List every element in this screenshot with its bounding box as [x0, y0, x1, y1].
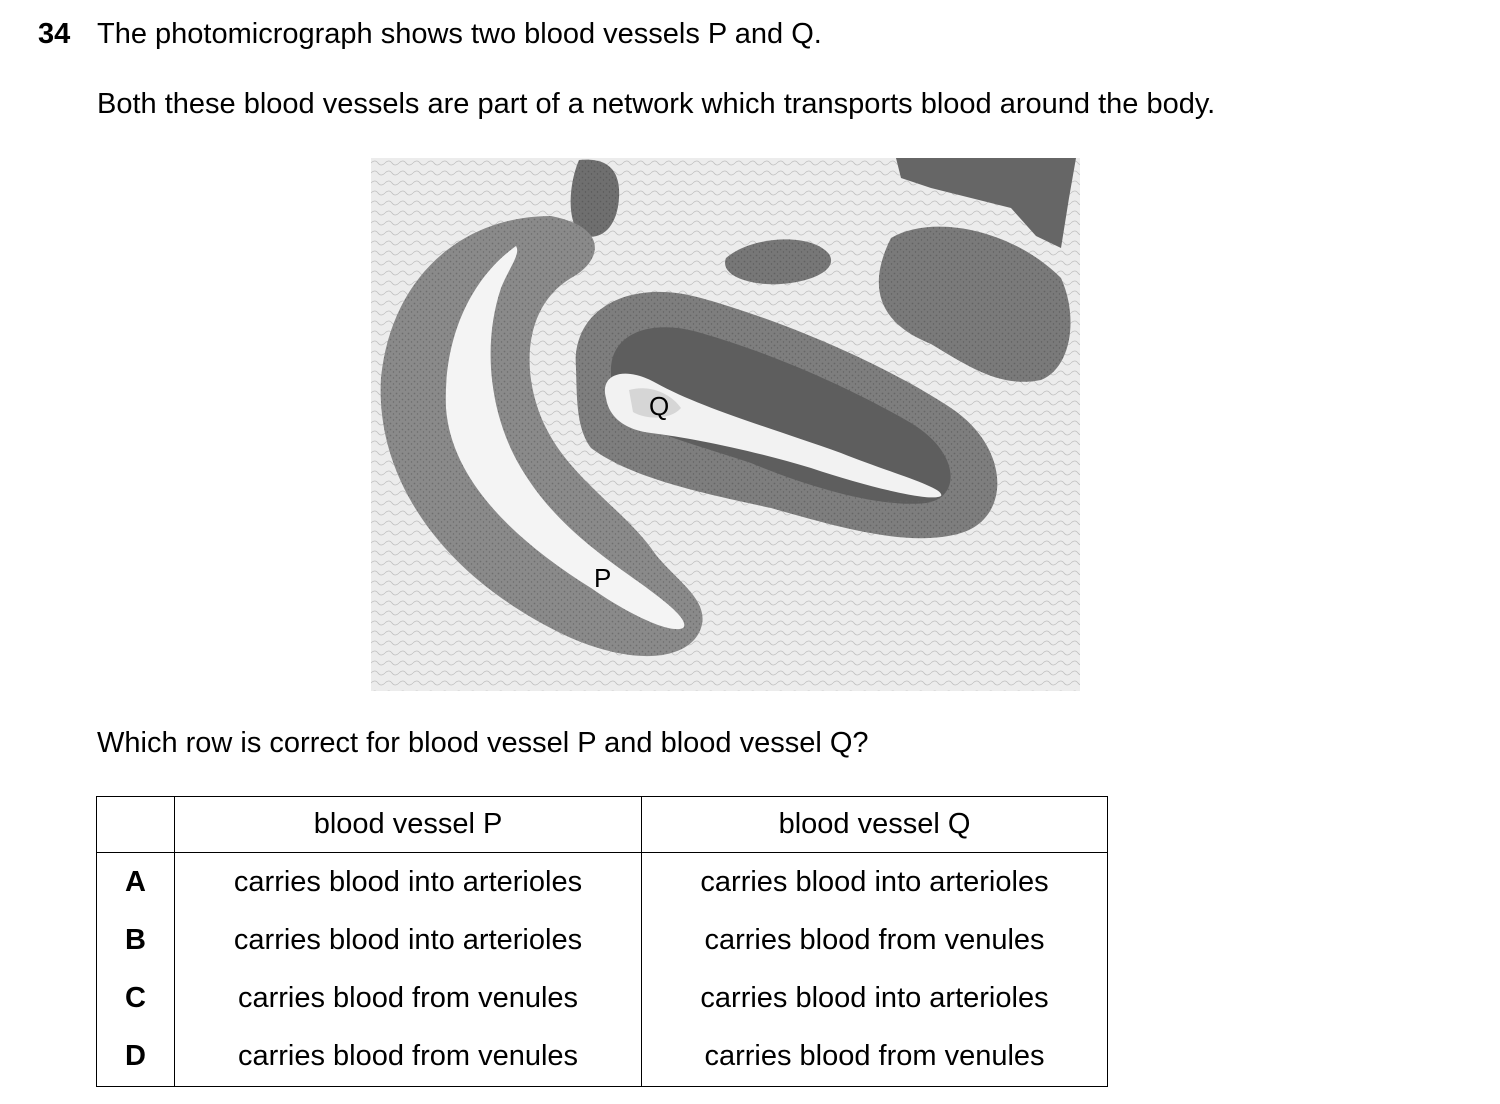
question-stem-line-2: Both these blood vessels are part of a n… — [97, 88, 1216, 120]
option-vessel-p: carries blood from venules — [174, 969, 642, 1028]
table-row[interactable]: A carries blood into arterioles carries … — [96, 852, 1108, 912]
question-stem-line-1: The photomicrograph shows two blood vess… — [97, 18, 822, 50]
option-vessel-q: carries blood into arterioles — [641, 852, 1108, 912]
photomicrograph: Q P — [371, 158, 1080, 691]
header-key — [96, 796, 175, 853]
question-prompt: Which row is correct for blood vessel P … — [97, 727, 869, 759]
table-row[interactable]: B carries blood into arterioles carries … — [96, 911, 1108, 970]
table-row[interactable]: C carries blood from venules carries blo… — [96, 969, 1108, 1028]
option-key: C — [96, 969, 175, 1028]
header-vessel-p: blood vessel P — [174, 796, 642, 853]
question-number: 34 — [38, 18, 71, 50]
option-vessel-p: carries blood into arterioles — [174, 911, 642, 970]
option-vessel-q: carries blood from venules — [641, 1027, 1108, 1087]
option-vessel-q: carries blood from venules — [641, 911, 1108, 970]
label-q: Q — [649, 391, 669, 421]
photomicrograph-drawing: Q P — [371, 158, 1080, 691]
answer-table: blood vessel P blood vessel Q A carries … — [96, 796, 1108, 1087]
header-vessel-q: blood vessel Q — [641, 796, 1108, 853]
option-vessel-p: carries blood into arterioles — [174, 852, 642, 912]
option-key: D — [96, 1027, 175, 1087]
table-header-row: blood vessel P blood vessel Q — [96, 796, 1108, 853]
label-p: P — [594, 563, 611, 593]
option-vessel-p: carries blood from venules — [174, 1027, 642, 1087]
table-row[interactable]: D carries blood from venules carries blo… — [96, 1027, 1108, 1087]
option-vessel-q: carries blood into arterioles — [641, 969, 1108, 1028]
option-key: B — [96, 911, 175, 970]
option-key: A — [96, 852, 175, 912]
